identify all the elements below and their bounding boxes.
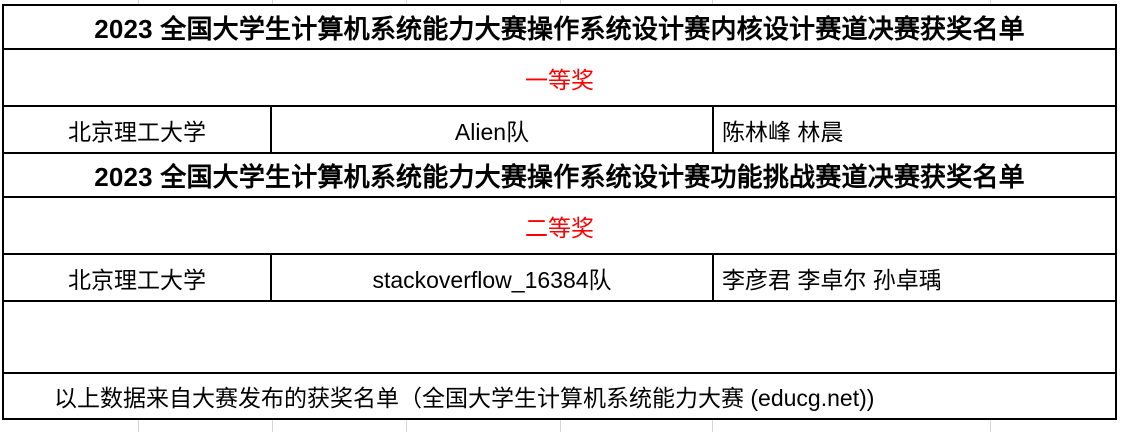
cell-team-name: stackoverflow_16384队 — [271, 253, 714, 302]
cell-university: 北京理工大学 — [2, 105, 272, 154]
table-row: 北京理工大学 Alien队 陈林峰 林晨 — [2, 105, 1118, 154]
sheet-tail-strip — [0, 424, 1128, 432]
section-banner-function: 2023 全国大学生计算机系统能力大赛操作系统设计赛功能挑战赛道决赛获奖名单 — [1, 152, 1118, 198]
prize-label-row: 二等奖 — [1, 197, 1118, 254]
footer-note-row: 以上数据来自大赛发布的获奖名单（全国大学生计算机系统能力大赛 (educg.ne… — [1, 373, 1118, 420]
footer-note-text: 以上数据来自大赛发布的获奖名单（全国大学生计算机系统能力大赛 (educg.ne… — [1, 373, 1118, 420]
prize-label-row: 一等奖 — [1, 49, 1118, 106]
spacer-cell — [1, 301, 1118, 374]
table-row: 北京理工大学 stackoverflow_16384队 李彦君 李卓尔 孙卓瑀 — [2, 253, 1118, 302]
section-banner-kernel: 2023 全国大学生计算机系统能力大赛操作系统设计赛内核设计赛道决赛获奖名单 — [1, 4, 1118, 50]
cell-university: 北京理工大学 — [2, 253, 272, 302]
cell-members: 陈林峰 林晨 — [713, 105, 1118, 154]
section-banner-row: 2023 全国大学生计算机系统能力大赛操作系统设计赛功能挑战赛道决赛获奖名单 — [1, 152, 1118, 198]
prize-label-second: 二等奖 — [1, 197, 1118, 254]
prize-label-first: 一等奖 — [1, 49, 1118, 106]
cell-team-name: Alien队 — [271, 105, 714, 154]
spacer-row — [1, 301, 1118, 374]
award-list-table: 2023 全国大学生计算机系统能力大赛操作系统设计赛内核设计赛道决赛获奖名单 一… — [1, 4, 1118, 420]
cell-members: 李彦君 李卓尔 孙卓瑀 — [713, 253, 1118, 302]
section-banner-row: 2023 全国大学生计算机系统能力大赛操作系统设计赛内核设计赛道决赛获奖名单 — [1, 4, 1118, 50]
